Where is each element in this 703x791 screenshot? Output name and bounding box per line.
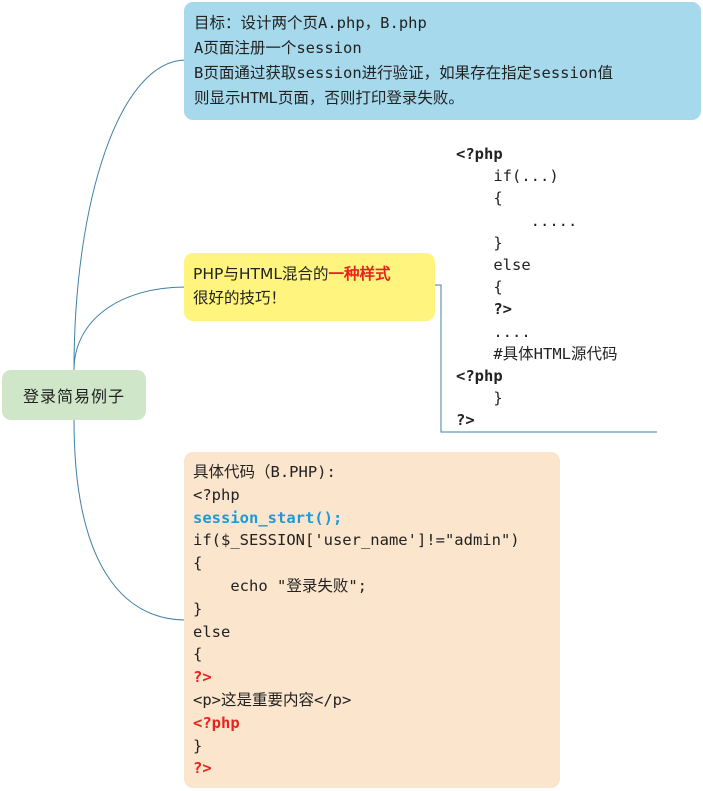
tip-highlight: 一种样式 <box>328 265 391 283</box>
connector-root-to-code <box>73 419 187 621</box>
root-topic-label: 登录简易例子 <box>22 387 125 406</box>
snippet-line: else <box>456 256 531 275</box>
goal-line: 目标：设计两个页A.php，B.php <box>194 14 427 32</box>
goal-line: 则显示HTML页面，否则打印登录失败。 <box>194 89 464 107</box>
connector-root-to-tip <box>73 286 187 371</box>
snippet-line: <?php <box>456 367 503 386</box>
code-line: <p>这是重要内容</p> <box>193 690 352 709</box>
connector-root-to-goal <box>73 59 187 371</box>
connector-tip-to-snippet <box>435 284 657 433</box>
code-line: if($_SESSION['user_name']!="admin") <box>193 531 520 550</box>
code-line: } <box>193 599 203 618</box>
snippet-line: ?> <box>456 411 475 430</box>
root-topic[interactable]: 登录简易例子 <box>2 370 146 420</box>
code-line-session-start: session_start(); <box>193 508 343 527</box>
snippet-line: <?php <box>456 145 503 163</box>
code-line-php-close: ?> <box>193 759 212 778</box>
tip-topic[interactable]: PHP与HTML混合的一种样式 很好的技巧！ <box>184 253 435 321</box>
tip-line-1-prefix: PHP与HTML混合的 <box>193 265 329 283</box>
code-line-php-open: <?php <box>193 713 240 732</box>
goal-line: B页面通过获取session进行验证，如果存在指定session值 <box>194 64 613 82</box>
code-topic[interactable]: 具体代码（B.PHP): <?php session_start(); if($… <box>184 452 560 788</box>
code-line: 具体代码（B.PHP): <box>193 463 336 481</box>
code-line: { <box>193 554 203 573</box>
snippet-line: if(...) <box>456 167 559 186</box>
snippet-line: ..... <box>456 211 578 230</box>
snippet-line: ?> <box>456 300 512 319</box>
php-snippet[interactable]: <?php if(...) { ..... } else { ?> .... #… <box>456 143 700 432</box>
code-line: { <box>193 645 203 664</box>
code-line: } <box>193 736 203 755</box>
goal-topic[interactable]: 目标：设计两个页A.php，B.php A页面注册一个session B页面通过… <box>184 2 701 120</box>
snippet-line: { <box>456 189 503 208</box>
code-line: echo "登录失败"; <box>193 576 367 595</box>
snippet-line: { <box>456 278 503 297</box>
snippet-line: } <box>456 233 503 252</box>
code-line: else <box>193 622 231 641</box>
snippet-line: .... <box>456 322 531 341</box>
code-line-php-close: ?> <box>193 668 212 687</box>
goal-line: A页面注册一个session <box>194 39 362 57</box>
tip-line-2: 很好的技巧！ <box>193 289 287 307</box>
tip-line-1: PHP与HTML混合的一种样式 <box>193 262 426 286</box>
code-line: <?php <box>193 485 240 504</box>
snippet-line: #具体HTML源代码 <box>456 344 618 363</box>
snippet-line: } <box>456 389 503 408</box>
